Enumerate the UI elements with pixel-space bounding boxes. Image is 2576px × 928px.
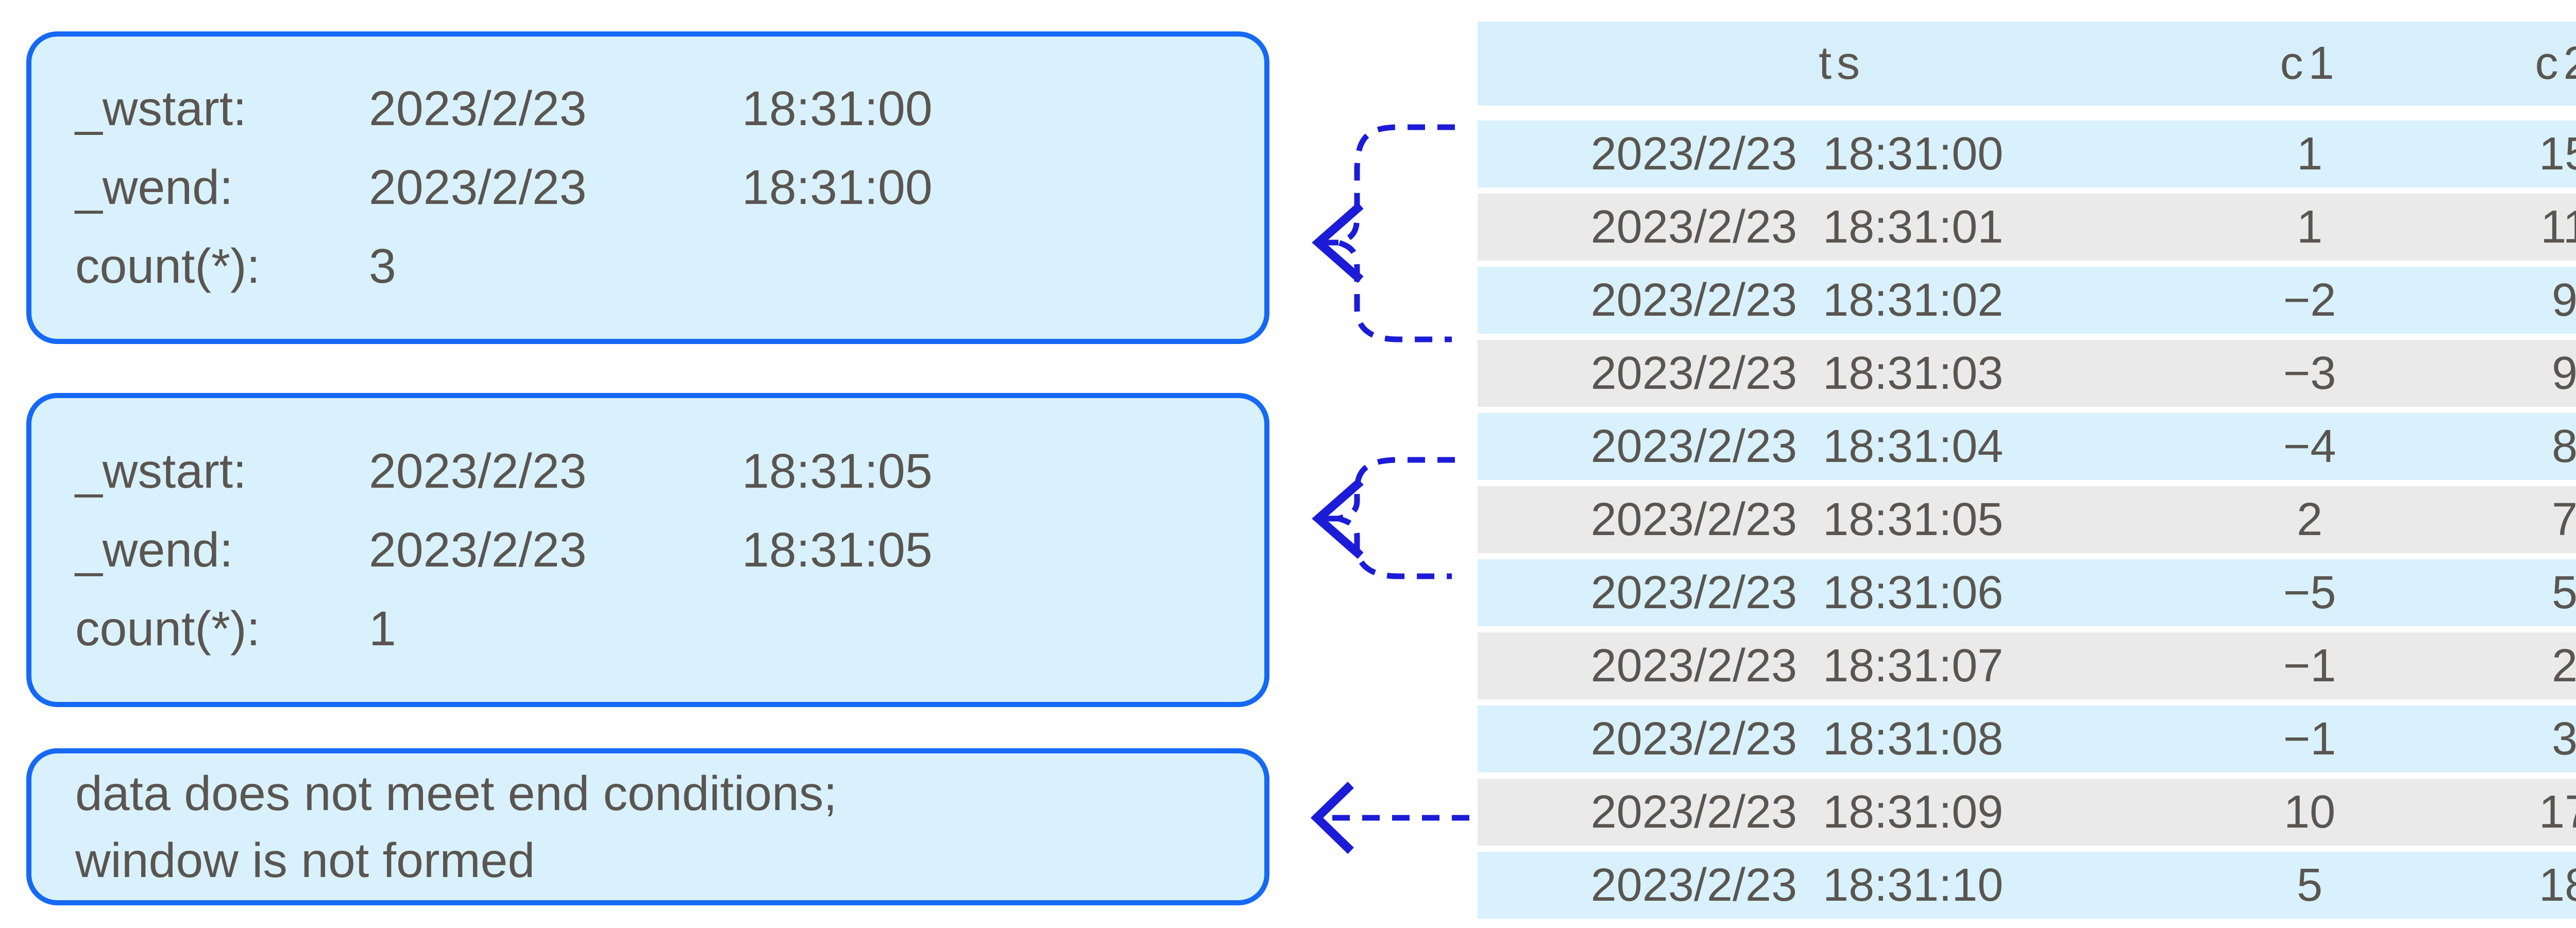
- column-header-ts: ts: [1818, 38, 1865, 89]
- no-window-note-box: data does not meet end conditions; windo…: [26, 748, 1269, 905]
- ts-cell: 2023/2/23 18:31:05: [1590, 493, 2004, 545]
- ts-cell: 2023/2/23 18:31:06: [1590, 566, 2004, 618]
- wstart-date: 2023/2/23: [369, 443, 587, 499]
- c2-cell: 11: [2540, 201, 2576, 253]
- wstart-label: _wstart:: [75, 81, 247, 136]
- c1-cell: 10: [2283, 786, 2336, 838]
- c2-cell: 7: [2551, 493, 2576, 545]
- wend-label: _wend:: [75, 522, 233, 577]
- c1-cell: −5: [2283, 566, 2336, 618]
- wstart-date: 2023/2/23: [369, 81, 587, 136]
- wend-date: 2023/2/23: [369, 522, 587, 577]
- window-result-box-2: _wstart: 2023/2/23 18:31:05 _wend: 2023/2/2…: [26, 393, 1269, 707]
- wend-time: 18:31:00: [742, 160, 933, 215]
- note-line-2: window is not formed: [75, 833, 535, 888]
- c2-cell: 15: [2538, 128, 2576, 180]
- left-arrowhead-icon: [1312, 202, 1364, 283]
- wstart-line: _wstart: 2023/2/23 18:31:05: [75, 443, 1264, 499]
- c1-cell: −1: [2283, 640, 2336, 692]
- c1-cell: −1: [2283, 713, 2336, 765]
- column-header-c1: c1: [2280, 38, 2340, 89]
- ts-cell: 2023/2/23 18:31:00: [1590, 128, 2004, 180]
- count-label: count(*):: [75, 239, 261, 294]
- count-value: 1: [369, 601, 396, 656]
- c1-cell: −4: [2283, 420, 2336, 472]
- wend-line: _wend: 2023/2/23 18:31:00: [75, 163, 1264, 212]
- ts-cell: 2023/2/23 18:31:08: [1590, 713, 2004, 765]
- count-line: count(*): 1: [75, 601, 1264, 656]
- wstart-line: _wstart: 2023/2/23 18:31:00: [75, 84, 1264, 133]
- left-arrowhead-icon: [1312, 478, 1364, 559]
- brace-path: [1329, 124, 1455, 342]
- ts-cell: 2023/2/23 18:31:04: [1590, 420, 2004, 472]
- left-arrowhead-icon: [1310, 781, 1354, 854]
- wend-date: 2023/2/23: [369, 160, 587, 215]
- brace-window-2: [1312, 457, 1455, 579]
- c1-cell: 5: [2296, 859, 2323, 911]
- table-row: 2023/2/23 18:31:09 10 17: [1478, 779, 2576, 846]
- count-line: count(*): 3: [75, 242, 1264, 291]
- wend-time: 18:31:05: [742, 522, 933, 577]
- c2-cell: 3: [2551, 713, 2576, 765]
- ts-cell: 2023/2/23 18:31:02: [1590, 274, 2004, 326]
- ts-cell: 2023/2/23 18:31:07: [1590, 640, 2004, 692]
- c2-cell: 5: [2551, 566, 2576, 618]
- c2-cell: 17: [2538, 786, 2576, 838]
- ts-cell: 2023/2/23 18:31:10: [1590, 859, 2004, 911]
- arrow-no-window: [1310, 781, 1469, 854]
- note-line-1: data does not meet end conditions;: [75, 766, 837, 821]
- c1-cell: 1: [2296, 128, 2323, 180]
- c2-cell: 2: [2551, 640, 2576, 692]
- ts-cell: 2023/2/23 18:31:03: [1590, 347, 2004, 399]
- ts-cell: 2023/2/23 18:31:01: [1590, 201, 2004, 253]
- column-header-c2: c2: [2535, 38, 2576, 89]
- count-label: count(*):: [75, 601, 261, 656]
- table-row: 2023/2/23 18:31:05 2 7: [1478, 486, 2576, 553]
- table-row: 2023/2/23 18:31:02 −2 9: [1478, 267, 2576, 334]
- table-row: 2023/2/23 18:31:03 −3 9: [1478, 340, 2576, 407]
- table-row: 2023/2/23 18:31:08 −1 3: [1478, 706, 2576, 772]
- table-header-row: ts c1 c2: [1478, 22, 2576, 106]
- table-row: 2023/2/23 18:31:04 −4 8: [1478, 413, 2576, 480]
- window-result-box-1: _wstart: 2023/2/23 18:31:00 _wend: 2023/2/2…: [26, 31, 1269, 344]
- brace-path: [1328, 457, 1455, 579]
- table-row: 2023/2/23 18:31:00 1 15: [1478, 121, 2576, 187]
- c2-cell: 8: [2551, 420, 2576, 472]
- table-row: 2023/2/23 18:31:10 5 18: [1478, 852, 2576, 919]
- wend-label: _wend:: [75, 160, 233, 215]
- table-row: 2023/2/23 18:31:01 1 11: [1478, 194, 2576, 261]
- c2-cell: 9: [2551, 274, 2576, 326]
- wstart-time: 18:31:05: [742, 443, 933, 499]
- wstart-time: 18:31:00: [742, 81, 933, 136]
- count-value: 3: [369, 239, 396, 294]
- ts-cell: 2023/2/23 18:31:09: [1590, 786, 2004, 838]
- wstart-label: _wstart:: [75, 443, 247, 499]
- c2-cell: 9: [2551, 347, 2576, 399]
- table-row: 2023/2/23 18:31:06 −5 5: [1478, 559, 2576, 626]
- c1-cell: 2: [2296, 493, 2323, 545]
- c1-cell: −2: [2283, 274, 2336, 326]
- table-row: 2023/2/23 18:31:07 −1 2: [1478, 632, 2576, 699]
- c1-cell: −3: [2283, 347, 2336, 399]
- c1-cell: 1: [2296, 201, 2323, 253]
- c2-cell: 18: [2538, 859, 2576, 911]
- brace-window-1: [1312, 124, 1455, 342]
- wend-line: _wend: 2023/2/23 18:31:05: [75, 522, 1264, 577]
- data-table: ts c1 c2 2023/2/23 18:31:00 1 15 2023/2/…: [1478, 22, 2576, 925]
